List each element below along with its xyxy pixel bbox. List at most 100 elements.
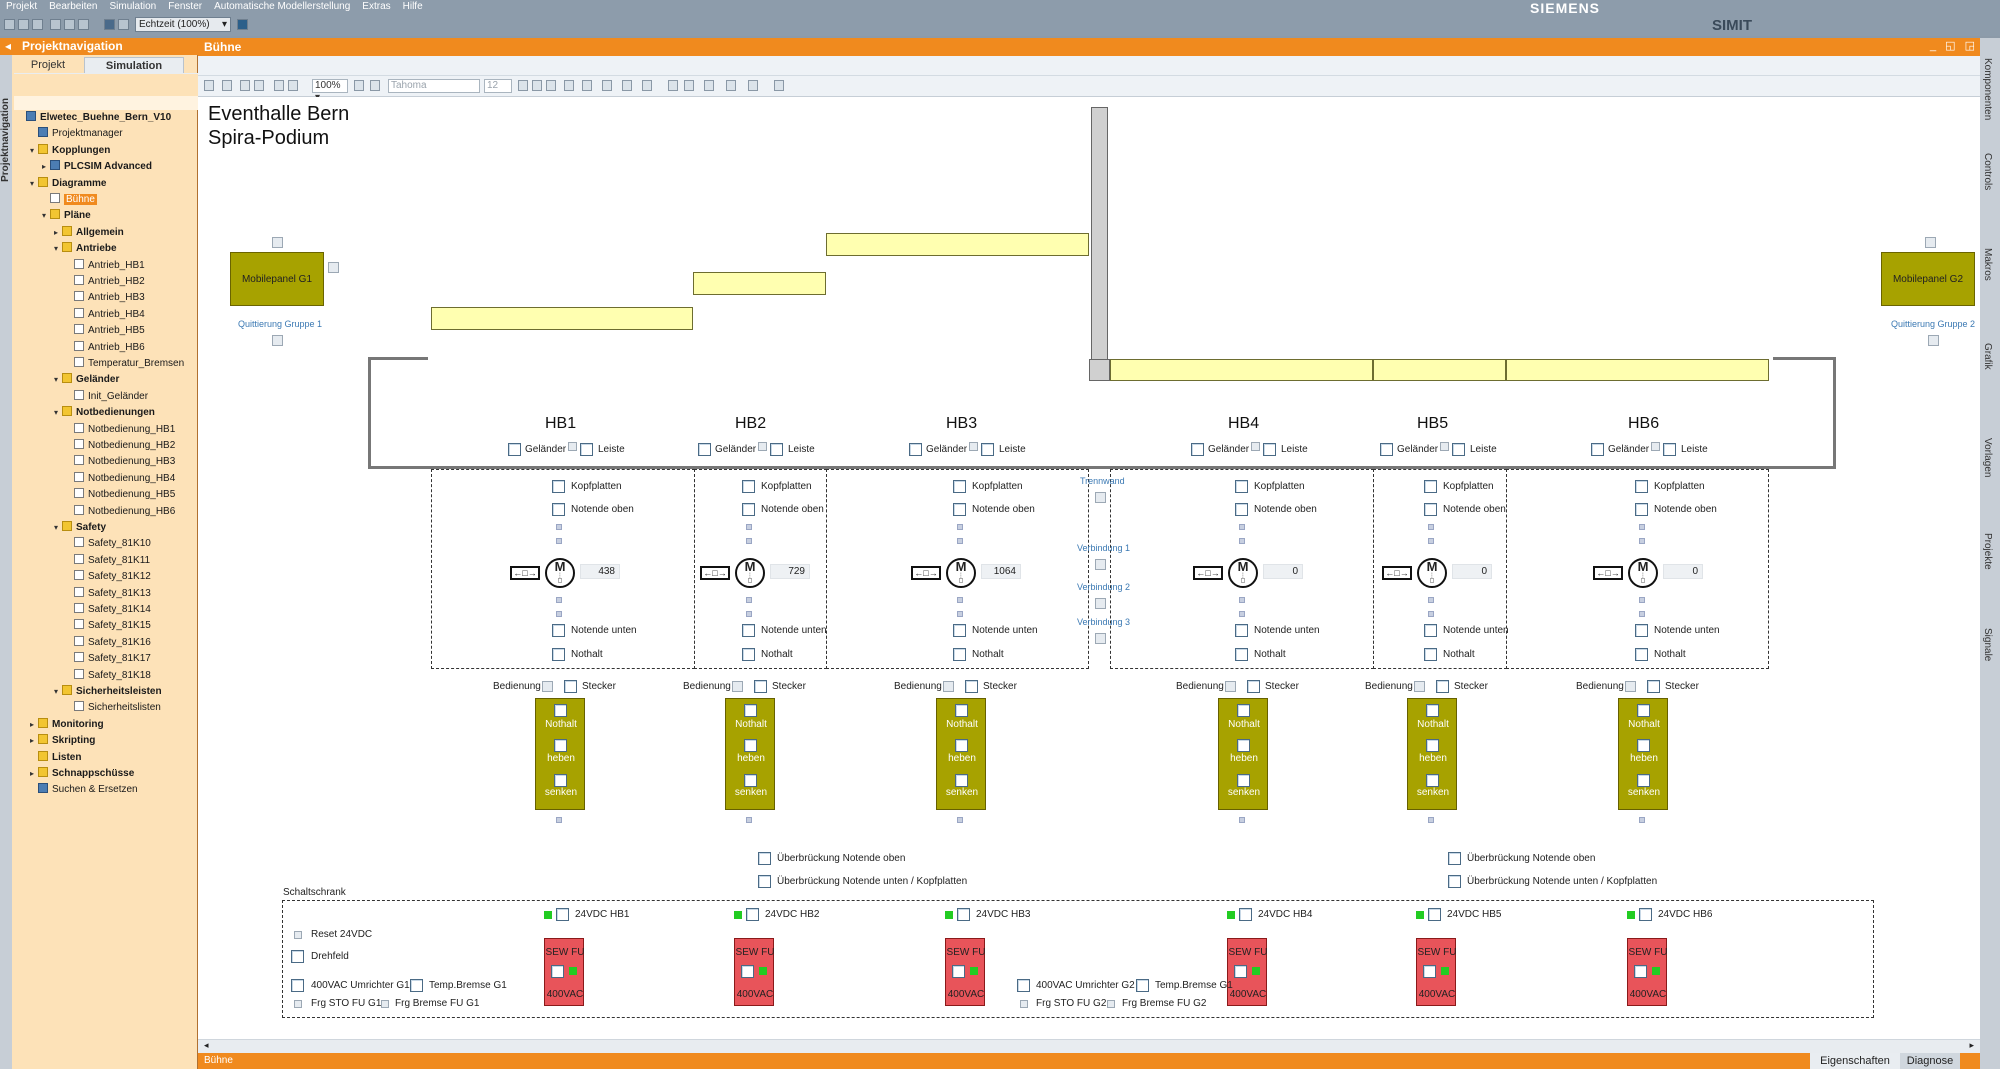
nothalt-check[interactable] bbox=[1235, 648, 1248, 661]
pendant-heben-button[interactable] bbox=[1637, 739, 1650, 752]
panel-g2-input[interactable] bbox=[1925, 237, 1936, 248]
expand-icon[interactable]: ▸ bbox=[54, 227, 59, 237]
move-arrows-icon[interactable]: ←□→ bbox=[1593, 566, 1623, 580]
line-style-icon[interactable] bbox=[622, 80, 632, 91]
pendant-nothalt-button[interactable] bbox=[955, 704, 968, 717]
bedienung-check[interactable] bbox=[1225, 681, 1236, 692]
motor-icon[interactable]: M⋮◻ bbox=[1417, 558, 1447, 588]
notende-unten-check[interactable] bbox=[742, 624, 755, 637]
quittierung-g1-button[interactable] bbox=[272, 335, 283, 346]
fu-enable-check[interactable] bbox=[1234, 965, 1247, 978]
stecker-check[interactable] bbox=[564, 680, 577, 693]
rotate-icon[interactable] bbox=[704, 80, 714, 91]
new-icon[interactable] bbox=[4, 19, 15, 30]
pendant-nothalt-button[interactable] bbox=[554, 704, 567, 717]
notende-oben-check[interactable] bbox=[953, 503, 966, 516]
pause-icon[interactable] bbox=[104, 19, 115, 30]
task-card-tab[interactable]: Vorlagen bbox=[1982, 438, 1993, 478]
tree-item[interactable]: Notbedienung_HB6 bbox=[66, 504, 175, 520]
tree-item[interactable]: ▸Skripting bbox=[30, 733, 95, 749]
umrichter-g1-check[interactable] bbox=[291, 979, 304, 992]
gelaender-check[interactable] bbox=[1591, 443, 1604, 456]
pendant-senken-button[interactable] bbox=[744, 774, 757, 787]
panel-g1-input[interactable] bbox=[272, 237, 283, 248]
tree-item[interactable]: Safety_81K11 bbox=[66, 553, 150, 569]
pendant-heben-button[interactable] bbox=[554, 739, 567, 752]
expand-icon[interactable]: ▾ bbox=[54, 523, 59, 532]
tree-item[interactable]: Init_Geländer bbox=[66, 389, 148, 405]
tree-item[interactable]: ▾Diagramme bbox=[30, 176, 106, 192]
tree-item[interactable]: Safety_81K15 bbox=[66, 618, 151, 634]
leiste-check[interactable] bbox=[1263, 443, 1276, 456]
drehfeld-check[interactable] bbox=[291, 950, 304, 963]
tree-item[interactable]: ▸Schnappschüsse bbox=[30, 766, 134, 782]
pendant-senken-button[interactable] bbox=[554, 774, 567, 787]
undo-icon[interactable] bbox=[240, 80, 250, 91]
motor-icon[interactable]: M⋮◻ bbox=[735, 558, 765, 588]
stecker-check[interactable] bbox=[754, 680, 767, 693]
nothalt-check[interactable] bbox=[953, 648, 966, 661]
tree-item[interactable]: Antrieb_HB5 bbox=[66, 323, 145, 339]
simulation-speed-select[interactable]: Echtzeit (100%)▾ bbox=[135, 17, 231, 32]
tree-item[interactable]: Safety_81K12 bbox=[66, 569, 151, 585]
notende-oben-check[interactable] bbox=[1235, 503, 1248, 516]
tree-item[interactable]: ▸Monitoring bbox=[30, 717, 104, 733]
ungroup-icon[interactable] bbox=[684, 80, 694, 91]
stecker-check[interactable] bbox=[1647, 680, 1660, 693]
pendant-nothalt-button[interactable] bbox=[1237, 704, 1250, 717]
gelaender-check[interactable] bbox=[508, 443, 521, 456]
pendant-heben-button[interactable] bbox=[955, 739, 968, 752]
verbindung-2-check[interactable] bbox=[1095, 598, 1106, 609]
fill-color-icon[interactable] bbox=[564, 80, 574, 91]
bremse-g2-check[interactable] bbox=[1136, 979, 1149, 992]
gelaender-check[interactable] bbox=[909, 443, 922, 456]
tree-item[interactable]: ▾Pläne bbox=[42, 208, 91, 224]
stop-icon[interactable] bbox=[237, 19, 248, 30]
tree-item[interactable]: Sicherheitslisten bbox=[66, 700, 161, 716]
bridge-oben-check-2[interactable] bbox=[1448, 852, 1461, 865]
verbindung-3-check[interactable] bbox=[1095, 633, 1106, 644]
reset-check[interactable] bbox=[294, 931, 302, 939]
gelaender-state[interactable] bbox=[1251, 442, 1260, 451]
kopfplatten-check[interactable] bbox=[953, 480, 966, 493]
distribute-icon[interactable] bbox=[748, 80, 758, 91]
layers-icon[interactable] bbox=[774, 80, 784, 91]
font-family-select[interactable]: Tahoma bbox=[388, 79, 480, 93]
pendant-senken-button[interactable] bbox=[1637, 774, 1650, 787]
motor-icon[interactable]: M⋮◻ bbox=[1228, 558, 1258, 588]
tree-item[interactable]: Safety_81K17 bbox=[66, 651, 151, 667]
task-card-tab[interactable]: Controls bbox=[1982, 153, 1993, 191]
editor-status-tab[interactable]: Bühne bbox=[198, 1053, 1980, 1069]
expand-icon[interactable]: ▾ bbox=[42, 211, 47, 221]
notende-unten-check[interactable] bbox=[1424, 624, 1437, 637]
gelaender-state[interactable] bbox=[969, 442, 978, 451]
verbindung-1-label[interactable]: Verbindung 1 bbox=[1077, 543, 1131, 553]
notende-unten-check[interactable] bbox=[552, 624, 565, 637]
horizontal-scrollbar[interactable]: ◂▸ bbox=[198, 1039, 1980, 1053]
bremse-g1-check[interactable] bbox=[410, 979, 423, 992]
notende-unten-check[interactable] bbox=[1635, 624, 1648, 637]
tab-simulation[interactable]: Simulation bbox=[84, 57, 184, 73]
copy-icon[interactable] bbox=[64, 19, 75, 30]
tree-item[interactable]: Notbedienung_HB4 bbox=[66, 471, 175, 487]
motor-icon[interactable]: M⋮◻ bbox=[545, 558, 575, 588]
expand-icon[interactable]: ▸ bbox=[30, 719, 35, 729]
italic-icon[interactable] bbox=[532, 80, 542, 91]
umrichter-g2-check[interactable] bbox=[1017, 979, 1030, 992]
save-icon[interactable] bbox=[32, 19, 43, 30]
bold-icon[interactable] bbox=[518, 80, 528, 91]
zoom-in-icon[interactable] bbox=[370, 80, 380, 91]
verbindung-3-label[interactable]: Verbindung 3 bbox=[1077, 617, 1131, 627]
leiste-check[interactable] bbox=[1452, 443, 1465, 456]
dc-check[interactable] bbox=[957, 908, 970, 921]
verbindung-2-label[interactable]: Verbindung 2 bbox=[1077, 582, 1131, 592]
bedienung-check[interactable] bbox=[732, 681, 743, 692]
pendant-nothalt-button[interactable] bbox=[744, 704, 757, 717]
project-navigation-side-tab[interactable]: Projektnavigation bbox=[0, 38, 12, 1069]
open-icon[interactable] bbox=[18, 19, 29, 30]
